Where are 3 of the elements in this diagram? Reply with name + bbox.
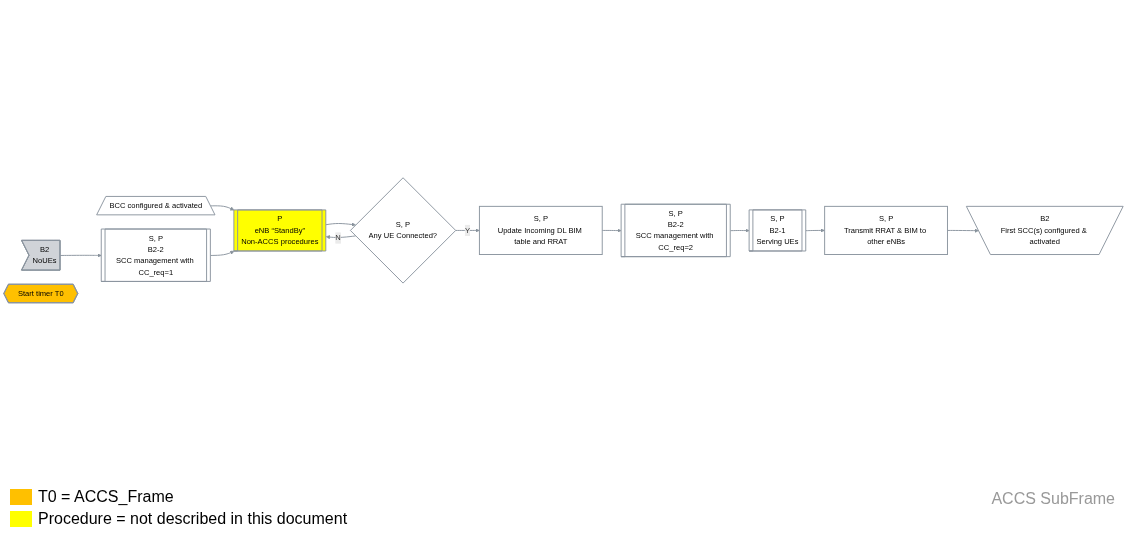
legend-text: T0 = ACCS_Frame [38,488,174,506]
legend-text: Procedure = not described in this document [38,510,348,528]
note-label: ACCS SubFrame [991,490,1115,507]
